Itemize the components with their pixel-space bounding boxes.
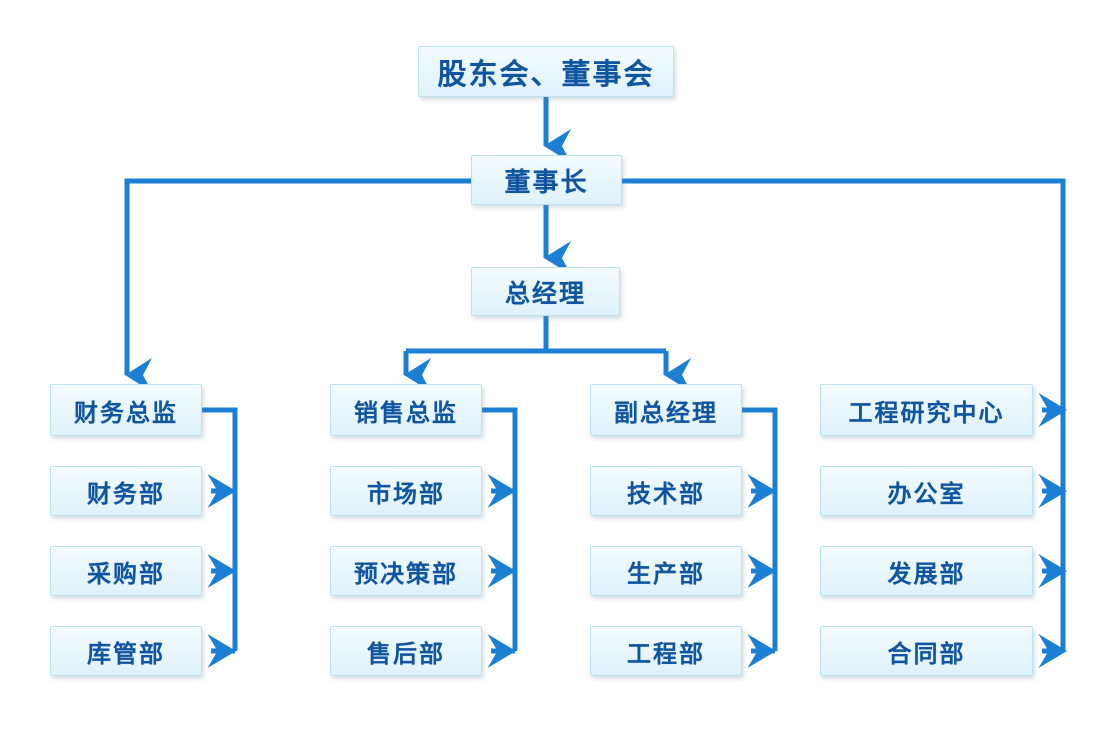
node-head-vice-gm[interactable]: 副总经理 bbox=[590, 384, 742, 436]
node-dept-engineering-center-3[interactable]: 合同部 bbox=[820, 626, 1033, 676]
node-dept-vice-gm-2[interactable]: 生产部 bbox=[590, 546, 742, 596]
edge-chairman-to-finance bbox=[124, 178, 471, 392]
node-dept-sales-3[interactable]: 售后部 bbox=[330, 626, 482, 676]
edge-gm-bus bbox=[406, 316, 666, 354]
node-dept-sales-2[interactable]: 预决策部 bbox=[330, 546, 482, 596]
node-head-sales[interactable]: 销售总监 bbox=[330, 384, 482, 436]
node-dept-finance-2[interactable]: 采购部 bbox=[50, 546, 202, 596]
node-dept-finance-3[interactable]: 库管部 bbox=[50, 626, 202, 676]
edge-finance-bus bbox=[202, 407, 238, 651]
node-dept-engineering-center-1[interactable]: 办公室 bbox=[820, 466, 1033, 516]
node-dept-vice-gm-1[interactable]: 技术部 bbox=[590, 466, 742, 516]
node-dept-vice-gm-3[interactable]: 工程部 bbox=[590, 626, 742, 676]
node-dept-finance-1[interactable]: 财务部 bbox=[50, 466, 202, 516]
node-board[interactable]: 股东会、董事会 bbox=[418, 46, 674, 97]
edge-vicegm-bus bbox=[742, 407, 778, 651]
edge-sales-bus bbox=[482, 407, 518, 651]
node-head-finance[interactable]: 财务总监 bbox=[50, 384, 202, 436]
node-general-manager[interactable]: 总经理 bbox=[471, 267, 620, 316]
node-dept-engineering-center-2[interactable]: 发展部 bbox=[820, 546, 1033, 596]
node-head-engineering-center[interactable]: 工程研究中心 bbox=[820, 384, 1033, 436]
node-dept-sales-1[interactable]: 市场部 bbox=[330, 466, 482, 516]
node-chairman[interactable]: 董事长 bbox=[471, 155, 622, 205]
